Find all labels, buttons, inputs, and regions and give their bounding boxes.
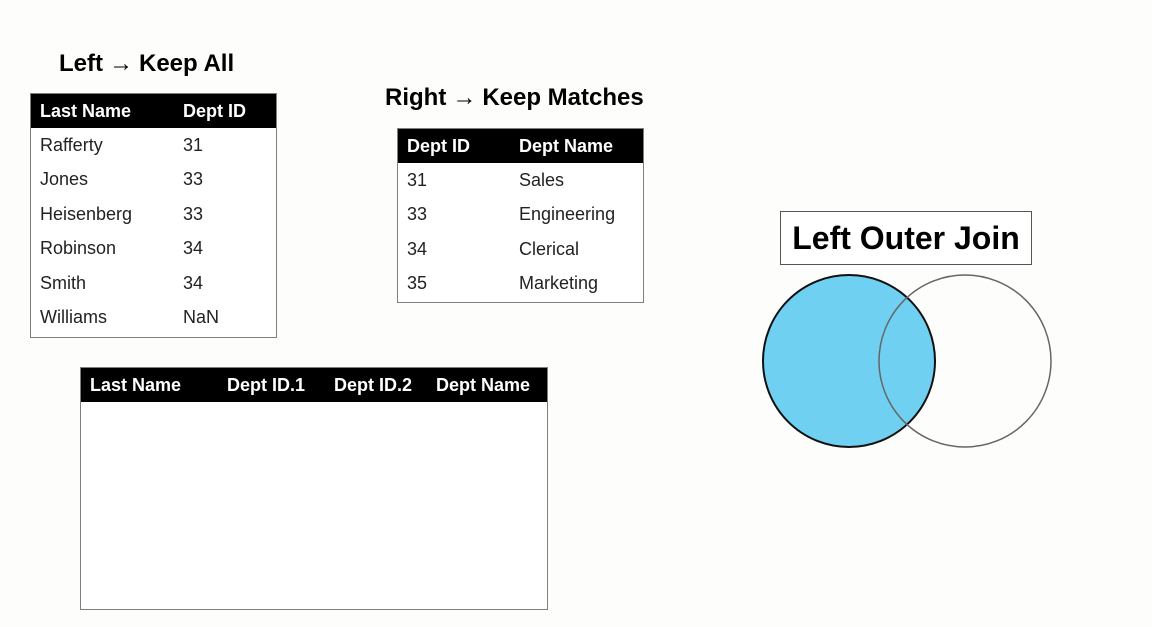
- right-table: Dept ID Dept Name 31 Sales 33 Engineerin…: [397, 128, 644, 303]
- left-table: Last Name Dept ID Rafferty 31 Jones 33 H…: [30, 93, 277, 338]
- left-cell-dept-id: 34: [183, 272, 204, 293]
- venn-diagram: [762, 274, 1052, 448]
- right-table-heading: Right→Keep Matches: [385, 84, 644, 112]
- right-cell-dept-name: Marketing: [519, 273, 599, 294]
- right-cell-dept-name: Clerical: [519, 238, 580, 259]
- result-col-dept-id-2: Dept ID.2: [334, 374, 413, 395]
- left-cell-last-name: Smith: [40, 272, 87, 293]
- left-cell-last-name: Heisenberg: [40, 203, 133, 224]
- right-col-dept-name: Dept Name: [519, 135, 614, 156]
- left-cell-dept-id: NaN: [183, 307, 220, 328]
- venn-right-circle: [878, 274, 1052, 448]
- left-table-header: Last Name Dept ID: [31, 94, 276, 128]
- venn-left-circle: [762, 274, 936, 448]
- left-cell-dept-id: 33: [183, 169, 204, 190]
- table-row: Rafferty 31: [31, 128, 276, 163]
- table-row: Robinson 34: [31, 232, 276, 267]
- right-cell-dept-name: Engineering: [519, 204, 616, 225]
- table-row: 31 Sales: [398, 163, 643, 198]
- arrow-right-icon: →: [109, 50, 133, 77]
- right-cell-dept-id: 31: [407, 169, 428, 190]
- right-cell-dept-name: Sales: [519, 169, 565, 190]
- left-cell-last-name: Rafferty: [40, 134, 103, 155]
- right-cell-dept-id: 33: [407, 204, 428, 225]
- left-cell-last-name: Williams: [40, 307, 107, 328]
- right-cell-dept-id: 34: [407, 238, 428, 259]
- left-table-heading: Left→Keep All: [59, 50, 234, 78]
- right-col-dept-id: Dept ID: [407, 135, 470, 156]
- left-cell-last-name: Robinson: [40, 238, 117, 259]
- table-row: 34 Clerical: [398, 232, 643, 267]
- result-col-dept-name: Dept Name: [436, 374, 531, 395]
- result-col-last-name: Last Name: [90, 374, 182, 395]
- table-row: 35 Marketing: [398, 267, 643, 302]
- join-type-title: Left Outer Join: [780, 211, 1032, 265]
- result-table: Last Name Dept ID.1 Dept ID.2 Dept Name: [80, 367, 548, 610]
- right-heading-rule: Keep Matches: [482, 84, 644, 111]
- left-cell-last-name: Jones: [40, 169, 89, 190]
- table-row: Williams NaN: [31, 301, 276, 336]
- left-heading-rule: Keep All: [139, 50, 235, 77]
- left-cell-dept-id: 34: [183, 238, 204, 259]
- arrow-right-icon: →: [452, 84, 477, 111]
- right-table-header: Dept ID Dept Name: [398, 129, 643, 163]
- table-row: Heisenberg 33: [31, 197, 276, 232]
- table-row: 33 Engineering: [398, 198, 643, 233]
- table-row: Jones 33: [31, 163, 276, 198]
- result-table-header: Last Name Dept ID.1 Dept ID.2 Dept Name: [81, 368, 547, 402]
- result-table-body: [81, 402, 547, 608]
- right-heading-label: Right: [385, 84, 447, 111]
- right-cell-dept-id: 35: [407, 273, 428, 294]
- table-row: Smith 34: [31, 266, 276, 301]
- left-cell-dept-id: 31: [183, 134, 204, 155]
- left-heading-label: Left: [59, 50, 103, 77]
- result-col-dept-id-1: Dept ID.1: [227, 374, 306, 395]
- left-col-dept-id: Dept ID: [183, 100, 246, 121]
- left-col-last-name: Last Name: [40, 100, 132, 121]
- left-cell-dept-id: 33: [183, 203, 204, 224]
